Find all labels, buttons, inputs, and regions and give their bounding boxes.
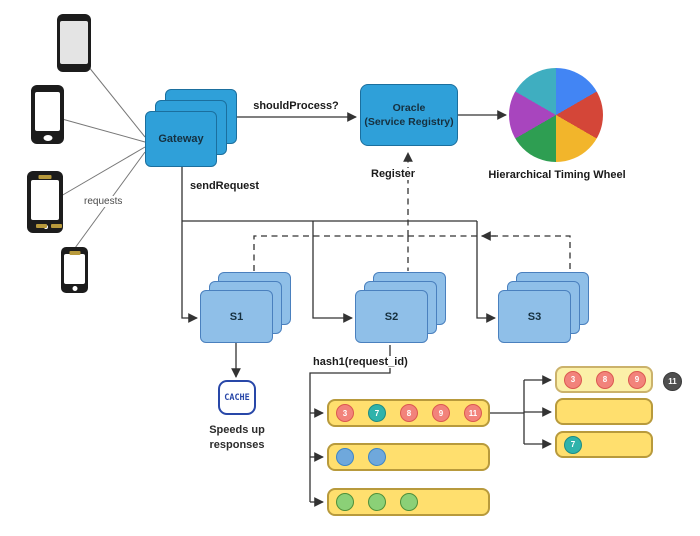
edge-register-bus [253, 235, 571, 271]
edge-bucket-split [490, 380, 525, 444]
hash-circle: 9 [628, 370, 646, 389]
hash-circle [336, 448, 354, 466]
cache-label: CACHE [224, 392, 250, 403]
hash-bucket-3 [327, 488, 490, 516]
timing-wheel-pie [509, 68, 603, 162]
timing-wheel-title: Hierarchical Timing Wheel [488, 169, 626, 181]
register-label: Register [369, 168, 418, 180]
gateway-node: Gateway [145, 111, 217, 167]
hash1-label: hash1(request_id) [311, 356, 410, 368]
hash-bucket-2 [327, 443, 490, 471]
smartphone-icon [57, 14, 91, 72]
hash-circle [400, 493, 418, 511]
service-node-s3: S3 [498, 290, 571, 343]
hash-circle [368, 448, 386, 466]
cache-caption: Speeds up responses [209, 424, 265, 451]
oracle-label-line: (Service Registry) [364, 116, 454, 128]
smartphone-icon [27, 171, 63, 233]
hash-circle: 7 [564, 435, 582, 454]
hash-circle [368, 493, 386, 511]
requests-label: requests [82, 196, 125, 207]
smartphone-icon [61, 247, 88, 293]
smartphone-icon [31, 85, 64, 144]
service-label: S1 [229, 310, 244, 323]
send-request-label: sendRequest [188, 180, 262, 192]
count-badge: 11 [663, 372, 682, 391]
client-request-lines [60, 65, 146, 249]
hash-circle: 3 [564, 370, 582, 389]
edge-to-s2 [312, 221, 353, 323]
sub-bucket-2 [555, 398, 653, 425]
hash-circle: 7 [368, 404, 386, 422]
edge-to-s3 [476, 221, 496, 323]
service-label: S3 [527, 310, 542, 323]
service-node-s1: S1 [200, 290, 273, 343]
oracle-node: Oracle (Service Registry) [360, 84, 458, 146]
cache-node: CACHE [218, 380, 256, 415]
hash-circle: 9 [432, 404, 450, 422]
hash-circle: 8 [400, 404, 418, 422]
service-label: S2 [384, 310, 399, 323]
hash-circle: 3 [336, 404, 354, 422]
sub-bucket-3: 7 [555, 431, 653, 458]
oracle-label-line: Oracle [392, 101, 426, 114]
service-node-s2: S2 [355, 290, 428, 343]
hash-circle: 8 [596, 370, 614, 389]
gateway-label: Gateway [158, 133, 204, 145]
edge-to-s1 [181, 221, 198, 323]
hash-circle [336, 493, 354, 511]
should-process-label: shouldProcess? [247, 100, 345, 112]
hash-circle: 11 [464, 404, 482, 422]
